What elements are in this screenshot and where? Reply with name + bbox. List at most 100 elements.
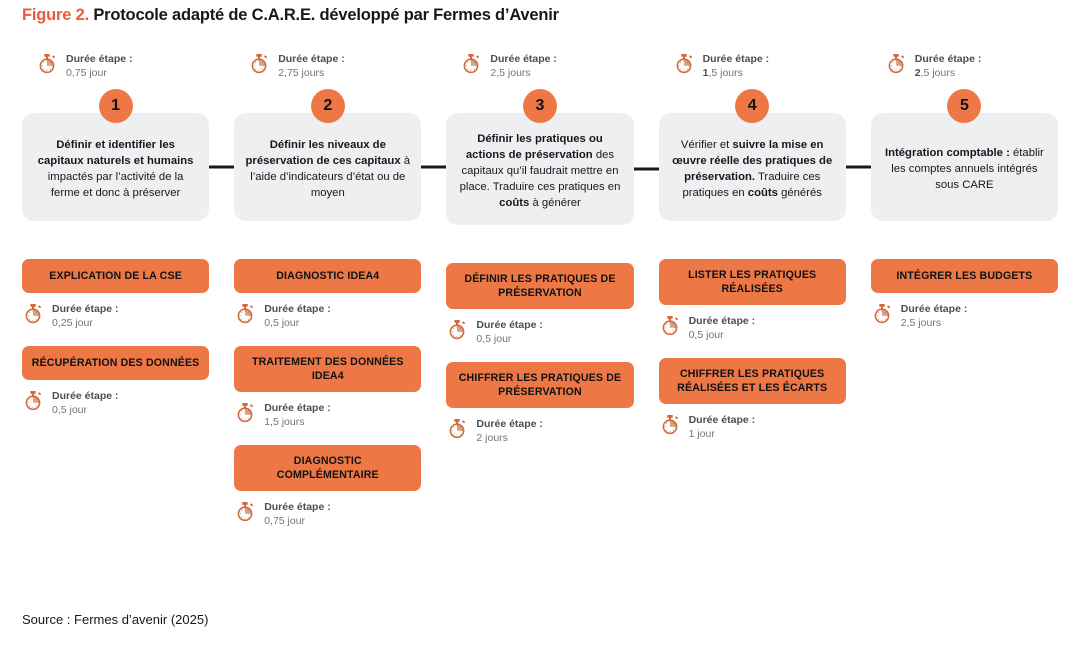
duration-text: Durée étape :2,75 jours xyxy=(278,52,345,80)
task-box[interactable]: CHIFFRER LES PRATIQUES DE PRÉSERVATION xyxy=(446,362,634,408)
duration-text: Durée étape :0,75 jour xyxy=(66,52,133,80)
duration-label: Durée étape : xyxy=(900,303,968,315)
duration-label: Durée étape : xyxy=(688,414,756,426)
duration-block: Durée étape :2,5 jours xyxy=(871,52,1058,80)
stopwatch-icon xyxy=(659,414,681,441)
duration-text: Durée étape :0,25 jour xyxy=(52,302,119,330)
figure-number: Figure 2. xyxy=(22,6,89,24)
duration-text: Durée étape :0,5 jour xyxy=(52,389,119,417)
step-card[interactable]: Définir et identifier les capitaux natur… xyxy=(22,113,235,221)
step-badge-row: 1 xyxy=(22,89,209,123)
step-card[interactable]: Définir les niveaux de préservation de c… xyxy=(234,113,447,221)
step-card[interactable]: Intégration comptable : établir les comp… xyxy=(870,113,1058,221)
step-card[interactable]: Vérifier et suivre la mise en œuvre réel… xyxy=(658,113,871,221)
step-connector-line xyxy=(421,165,447,169)
step-number-badge[interactable]: 5 xyxy=(947,89,982,123)
task-list: DÉFINIR LES PRATIQUES DE PRÉSERVATION Dur… xyxy=(446,263,634,445)
stopwatch-icon xyxy=(234,501,256,528)
duration-label: Durée étape : xyxy=(264,402,331,414)
duration-text: Durée étape :0,5 jour xyxy=(689,314,756,342)
task-group: DIAGNOSTIC COMPLÉMENTAIRE Durée étape :0,… xyxy=(234,445,422,528)
stopwatch-icon xyxy=(659,315,681,342)
step-connector-line xyxy=(845,165,871,169)
task-box[interactable]: CHIFFRER LES PRATIQUES RÉALISÉES ET LES … xyxy=(658,358,846,404)
stopwatch-icon xyxy=(234,303,256,330)
task-box[interactable]: DÉFINIR LES PRATIQUES DE PRÉSERVATION xyxy=(446,263,634,309)
task-box[interactable]: TRAITEMENT DES DONNÉES IDEA4 xyxy=(234,346,422,392)
step-card-text: Définir les niveaux de préservation de c… xyxy=(245,139,411,199)
stopwatch-icon xyxy=(673,53,695,80)
stopwatch-icon xyxy=(446,319,468,346)
step-badge-row: 2 xyxy=(234,89,421,123)
step-number-badge[interactable]: 4 xyxy=(735,89,770,123)
duration-block: Durée étape :2,75 jours xyxy=(234,52,421,80)
step-connector-line xyxy=(633,167,659,171)
duration-block: Durée étape :2,5 jours xyxy=(871,302,1058,330)
duration-label: Durée étape : xyxy=(52,303,119,315)
task-box[interactable]: RÉCUPÉRATION DES DONNÉES xyxy=(22,346,210,380)
figure-title-text: Protocole adapté de C.A.R.E. développé p… xyxy=(93,6,559,24)
task-group: INTÉGRER LES BUDGETS Durée étape :2,5 jou… xyxy=(870,259,1058,330)
duration-text: Durée étape :1,5 jours xyxy=(264,401,331,429)
stopwatch-icon xyxy=(446,418,468,445)
duration-value: 0,25 jour xyxy=(52,316,93,329)
stopwatch-icon xyxy=(22,303,44,330)
task-list: LISTER LES PRATIQUES RÉALISÉES Durée étap… xyxy=(658,259,846,441)
task-box[interactable]: EXPLICATION DE LA CSE xyxy=(22,259,210,293)
duration-block: Durée étape :0,75 jour xyxy=(22,52,209,80)
stopwatch-icon xyxy=(36,53,58,80)
duration-block: Durée étape :1,5 jours xyxy=(659,52,846,80)
step-badge-row: 3 xyxy=(446,89,633,123)
stopwatch-icon xyxy=(885,53,907,80)
duration-value: 0,5 jour xyxy=(476,332,512,345)
duration-label: Durée étape : xyxy=(476,319,543,331)
task-box[interactable]: INTÉGRER LES BUDGETS xyxy=(870,259,1058,293)
step-card-text: Définir les pratiques ou actions de prés… xyxy=(459,133,621,209)
step-card[interactable]: Définir les pratiques ou actions de prés… xyxy=(446,113,659,225)
duration-label: Durée étape : xyxy=(264,303,331,315)
duration-label: Durée étape : xyxy=(490,53,557,65)
duration-text: Durée étape :2,5 jours xyxy=(490,52,557,80)
step-number-badge[interactable]: 1 xyxy=(98,89,133,123)
duration-label: Durée étape : xyxy=(52,390,119,402)
duration-block: Durée étape :2 jours xyxy=(446,417,633,445)
duration-text: Durée étape :0,5 jour xyxy=(476,318,543,346)
step-number-badge[interactable]: 3 xyxy=(522,89,557,123)
stopwatch-icon xyxy=(460,53,482,80)
task-group: LISTER LES PRATIQUES RÉALISÉES Durée étap… xyxy=(658,259,846,342)
duration-block: Durée étape :1,5 jours xyxy=(234,401,421,429)
step-card-text: Intégration comptable : établir les comp… xyxy=(884,147,1044,191)
source-note: Source : Fermes d’avenir (2025) xyxy=(22,612,209,627)
task-box[interactable]: DIAGNOSTIC COMPLÉMENTAIRE xyxy=(234,445,422,491)
duration-text: Durée étape :1 jour xyxy=(689,413,756,441)
duration-block: Durée étape :1 jour xyxy=(659,413,846,441)
duration-value: 0,5 jour xyxy=(264,316,300,329)
task-group: EXPLICATION DE LA CSE Durée étape :0,25 j… xyxy=(22,259,210,330)
duration-value: 2,5 jours xyxy=(900,316,942,329)
task-group: CHIFFRER LES PRATIQUES DE PRÉSERVATION Du… xyxy=(446,362,634,445)
duration-text: Durée étape :2 jours xyxy=(476,417,543,445)
task-box[interactable]: LISTER LES PRATIQUES RÉALISÉES xyxy=(658,259,846,305)
duration-label: Durée étape : xyxy=(688,315,756,327)
duration-label: Durée étape : xyxy=(702,53,770,65)
step-number-badge[interactable]: 2 xyxy=(310,89,345,123)
duration-text: Durée étape :0,75 jour xyxy=(264,500,331,528)
duration-text: Durée étape :0,5 jour xyxy=(264,302,331,330)
duration-text: Durée étape :2,5 jours xyxy=(915,52,982,80)
task-group: DÉFINIR LES PRATIQUES DE PRÉSERVATION Dur… xyxy=(446,263,634,346)
duration-value: 0,75 jour xyxy=(264,514,306,527)
task-box[interactable]: DIAGNOSTIC IDEA4 xyxy=(234,259,422,293)
duration-value: 1,5 jours xyxy=(702,66,743,79)
stopwatch-icon xyxy=(248,53,270,80)
stopwatch-icon xyxy=(234,402,256,429)
duration-block: Durée étape :0,5 jour xyxy=(446,318,633,346)
